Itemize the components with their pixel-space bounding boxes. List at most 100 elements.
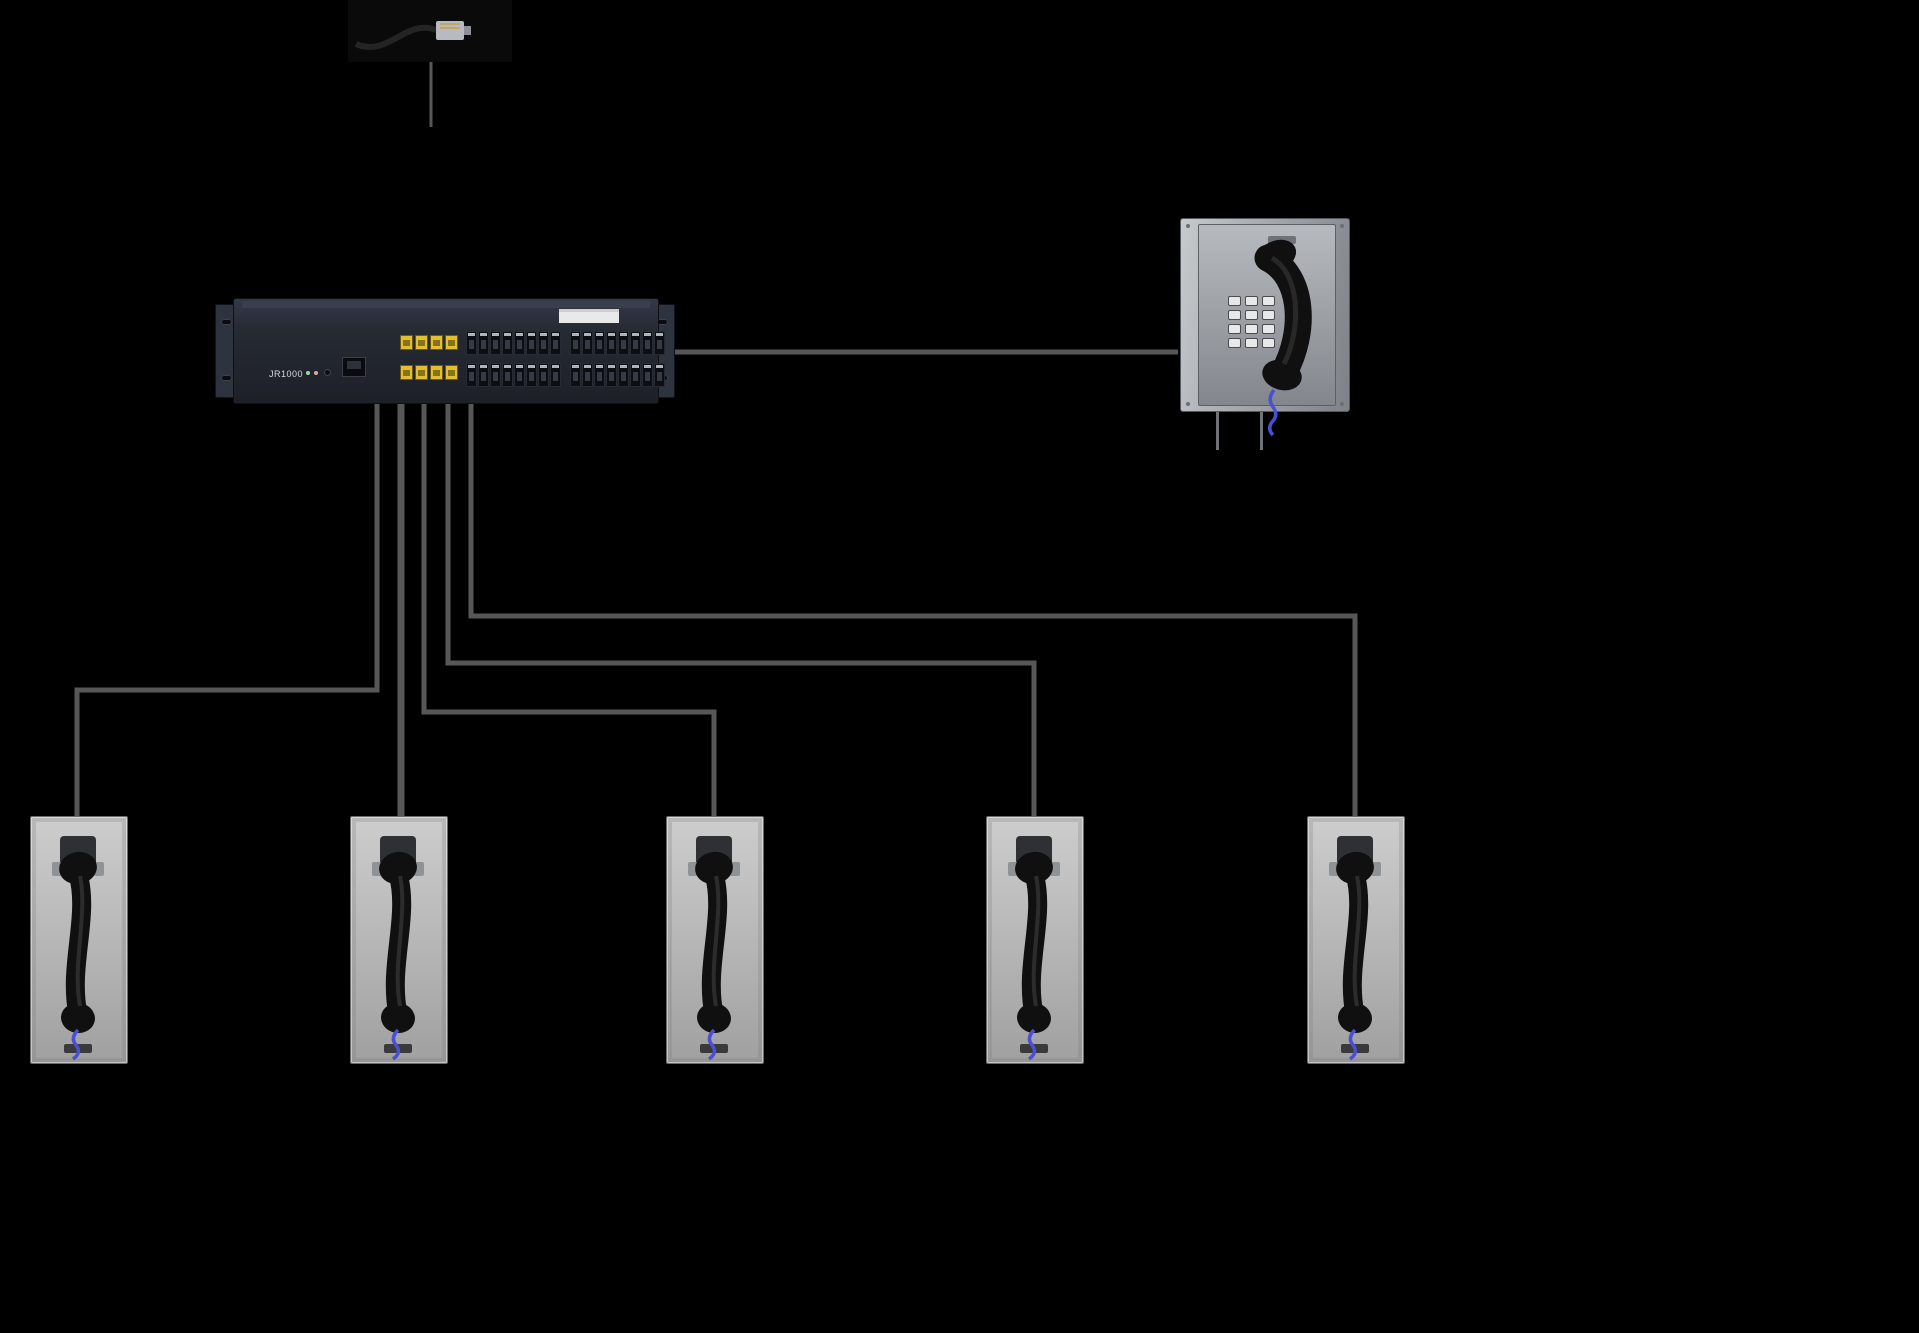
station-handset-graphic xyxy=(52,836,104,1061)
port-label xyxy=(540,333,547,336)
extension-port xyxy=(582,363,593,387)
extension-port xyxy=(594,331,605,355)
port-label xyxy=(480,333,487,336)
keypad-button xyxy=(1245,324,1258,334)
port-label xyxy=(504,365,511,368)
extension-port xyxy=(570,363,581,387)
port-slot xyxy=(469,372,474,381)
port-slot xyxy=(517,340,522,349)
port-label xyxy=(528,365,535,368)
port-label xyxy=(608,365,615,368)
cradle-hook-left xyxy=(688,862,698,876)
port-label xyxy=(480,365,487,368)
port-slot xyxy=(403,370,410,376)
port-slot xyxy=(553,340,558,349)
port-label xyxy=(644,333,651,336)
port-label xyxy=(620,365,627,368)
port-slot xyxy=(573,340,578,349)
extension-port xyxy=(550,363,561,387)
port-slot xyxy=(418,370,425,376)
handset-earpiece xyxy=(1015,851,1053,885)
extension-port xyxy=(618,331,629,355)
handset-cord-blue xyxy=(1268,388,1278,437)
plug-pins xyxy=(440,23,460,29)
pbx-label-sticker xyxy=(559,309,619,323)
port-label xyxy=(492,365,499,368)
trunk-port-yellow xyxy=(430,335,443,350)
wire-pbx-to-station-4 xyxy=(445,400,1037,820)
keypad-button xyxy=(1228,310,1241,320)
handset-cord-blue xyxy=(707,1028,717,1061)
handset-cord-blue xyxy=(391,1028,401,1061)
port-label xyxy=(492,333,499,336)
extension-port xyxy=(502,331,513,355)
extension-port-group xyxy=(570,363,665,387)
extension-port xyxy=(466,363,477,387)
handset-mouthpiece xyxy=(381,1002,415,1034)
extension-port xyxy=(514,363,525,387)
port-label xyxy=(656,365,663,368)
station-phone-1 xyxy=(30,816,128,1064)
keypad-button xyxy=(1262,310,1275,320)
extension-port xyxy=(550,331,561,355)
extension-port xyxy=(526,363,537,387)
extension-port xyxy=(606,363,617,387)
handset-earpiece xyxy=(379,851,417,885)
port-slot xyxy=(403,340,410,346)
station-handset-graphic xyxy=(1008,836,1060,1061)
handset-mouthpiece xyxy=(1338,1002,1372,1034)
port-label xyxy=(644,365,651,368)
extension-port xyxy=(618,363,629,387)
pbx-model-label: JR1000 xyxy=(269,369,304,379)
wire-pbx-to-station-1 xyxy=(74,400,380,820)
port-label xyxy=(608,333,615,336)
port-slot xyxy=(597,372,602,381)
station-phone-5 xyxy=(1307,816,1405,1064)
wall-phone-mount-leg xyxy=(1216,408,1219,450)
mount-screw xyxy=(1340,402,1344,406)
port-slot xyxy=(529,372,534,381)
extension-port xyxy=(594,363,605,387)
port-label xyxy=(572,333,579,336)
keypad-button xyxy=(1228,324,1241,334)
station-handset-graphic xyxy=(688,836,740,1061)
port-slot xyxy=(621,340,626,349)
port-slot xyxy=(585,340,590,349)
lan-port xyxy=(342,357,366,377)
extension-port-group xyxy=(466,331,561,355)
port-slot xyxy=(645,372,650,381)
rack-screw-slot xyxy=(221,375,232,381)
pbx-device: JR1000 xyxy=(215,298,675,404)
cradle-hook-left xyxy=(372,862,382,876)
wall-phone-mount-leg xyxy=(1260,408,1263,450)
handset-earpiece xyxy=(1255,239,1297,273)
extension-port xyxy=(642,363,653,387)
port-slot xyxy=(585,372,590,381)
trunk-port-yellow xyxy=(430,365,443,380)
lan-port-slot xyxy=(347,361,361,369)
cradle-hook-left xyxy=(1008,862,1018,876)
handset-mouthpiece xyxy=(61,1002,95,1034)
port-slot xyxy=(448,370,455,376)
keypad-button xyxy=(1245,338,1258,348)
port-slot xyxy=(517,372,522,381)
trunk-port-yellow xyxy=(445,335,458,350)
handset-earpiece xyxy=(695,851,733,885)
extension-port-group xyxy=(570,331,665,355)
port-label xyxy=(632,333,639,336)
port-label xyxy=(596,333,603,336)
plug-cord xyxy=(354,24,438,50)
port-slot xyxy=(645,340,650,349)
trunk-port-row-2 xyxy=(400,365,458,380)
port-label xyxy=(516,333,523,336)
status-led xyxy=(314,371,318,375)
extension-port-group xyxy=(466,363,561,387)
station-phone-2 xyxy=(350,816,448,1064)
port-slot xyxy=(621,372,626,381)
extension-port xyxy=(606,331,617,355)
extension-port xyxy=(502,363,513,387)
extension-port xyxy=(526,331,537,355)
port-label xyxy=(584,365,591,368)
handset-highlight xyxy=(1270,255,1299,366)
